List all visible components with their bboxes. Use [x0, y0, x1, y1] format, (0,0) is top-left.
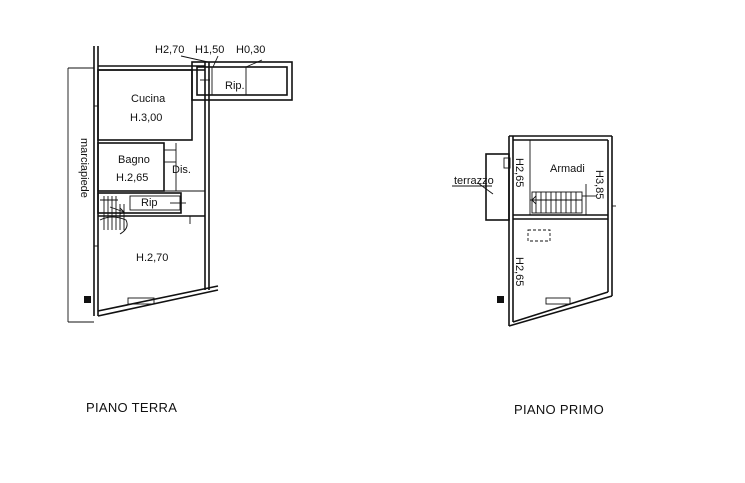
kitchen-room: [94, 69, 193, 141]
first-floor-caption: PIANO PRIMO: [514, 402, 604, 417]
ground-floor-stair: [97, 192, 186, 236]
ground-floor-plan: H2,70 H1,50 H0,30 Rip. Cucina H.3,00 Bag…: [67, 44, 293, 415]
height-bottom: H2,65: [513, 257, 525, 286]
bathroom-name: Bagno: [118, 154, 150, 166]
top-storage-label: Rip.: [225, 80, 245, 92]
ground-floor-caption: PIANO TERRA: [86, 400, 177, 415]
height-label-1: H2,70: [155, 44, 184, 56]
terrace: [452, 153, 511, 221]
first-floor-stair: [530, 184, 596, 215]
wardrobe-label: Armadi: [550, 163, 585, 175]
hallway-walls: [164, 143, 205, 192]
sidewalk-strip: [67, 67, 94, 323]
height-left-top: H2,65: [513, 158, 525, 187]
height-right-top: H3,85: [593, 170, 605, 199]
height-label-2: H1,50: [195, 44, 224, 56]
height-label-3: H0,30: [236, 44, 265, 56]
first-floor-inner-wall: [513, 140, 608, 220]
kitchen-name: Cucina: [131, 93, 166, 105]
corner-marker: [497, 296, 504, 303]
dashed-outline: [527, 229, 551, 242]
hallway-label: Dis.: [172, 164, 191, 176]
sidewalk-label: marciapiede: [78, 138, 90, 198]
main-room: [84, 215, 205, 305]
terrace-label: terrazzo: [454, 175, 494, 187]
kitchen-height: H.3,00: [130, 112, 162, 124]
bathroom-room: [97, 142, 176, 192]
main-room-height: H.2,70: [136, 252, 168, 264]
sill-marker: [545, 297, 571, 305]
stair-storage-label: Rip: [141, 197, 158, 209]
first-floor-plan: terrazzo Armadi H2,65 H3,85 H2,65 PIANO …: [452, 135, 616, 417]
ground-floor-outer-walls: [93, 46, 219, 317]
bathroom-height: H.2,65: [116, 172, 148, 184]
